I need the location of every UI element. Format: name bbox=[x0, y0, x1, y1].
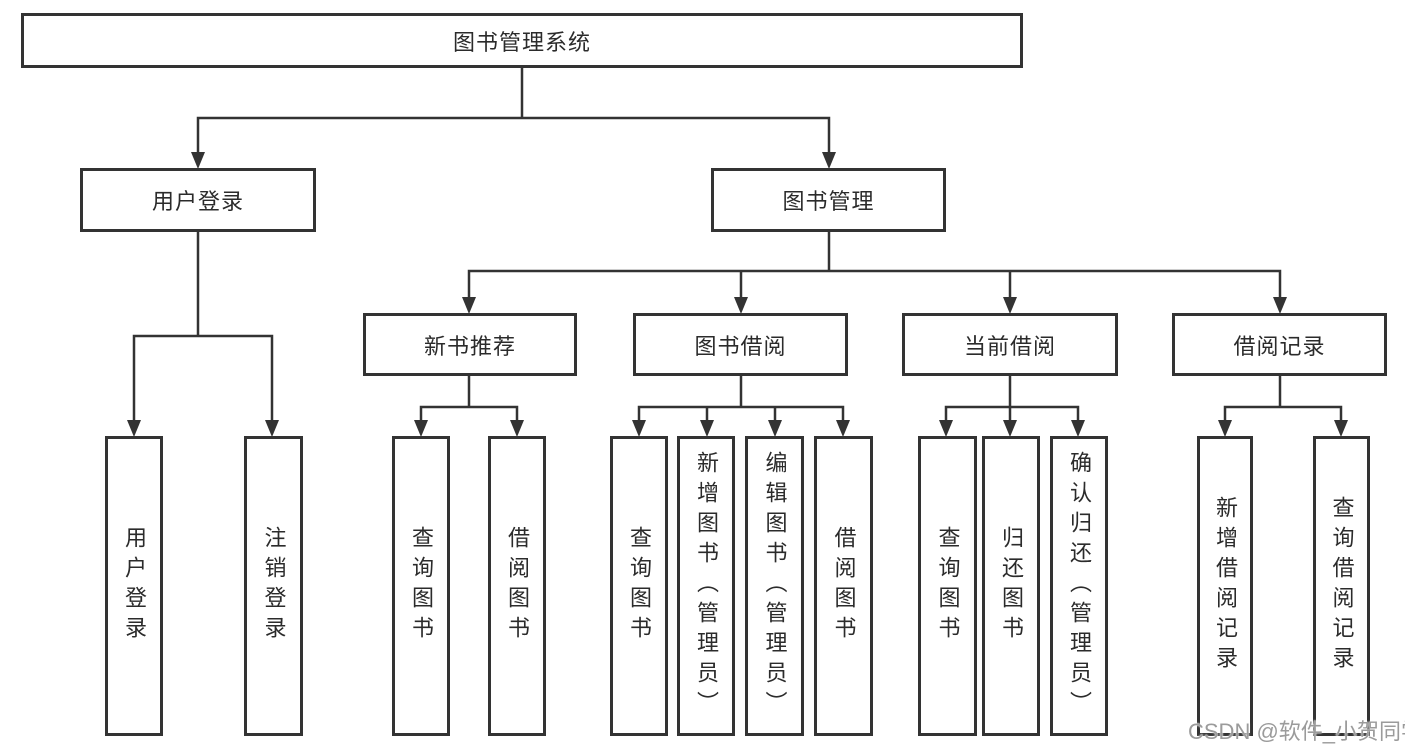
arrow-icon bbox=[632, 420, 646, 437]
leaf-label: 新增图书（管理员） bbox=[694, 451, 719, 721]
leaf-label: 用户登录 bbox=[122, 526, 147, 646]
leaf-query-book-current: 查询图书 bbox=[918, 436, 977, 736]
arrow-icon bbox=[414, 420, 428, 437]
connector-book-mgmt-sections bbox=[467, 230, 1282, 300]
leaf-add-borrow-record: 新增借阅记录 bbox=[1197, 436, 1253, 736]
arrow-icon bbox=[127, 420, 141, 437]
leaf-label: 新增借阅记录 bbox=[1213, 496, 1238, 676]
arrow-icon bbox=[1334, 420, 1348, 437]
leaf-label: 查询图书 bbox=[627, 526, 652, 646]
arrow-icon bbox=[768, 420, 782, 437]
leaf-label: 确认归还（管理员） bbox=[1067, 451, 1092, 721]
arrow-icon bbox=[510, 420, 524, 437]
leaf-user-login: 用户登录 bbox=[105, 436, 163, 736]
leaf-label: 查询图书 bbox=[409, 526, 434, 646]
leaf-borrow-book: 借阅图书 bbox=[814, 436, 873, 736]
leaf-label: 查询借阅记录 bbox=[1329, 496, 1355, 676]
leaf-return-book: 归还图书 bbox=[982, 436, 1040, 736]
leaf-label: 借阅图书 bbox=[831, 526, 857, 646]
node-label: 图书管理 bbox=[782, 189, 875, 214]
node-current-borrowing: 当前借阅 bbox=[902, 313, 1118, 376]
leaf-label: 归还图书 bbox=[999, 526, 1024, 646]
arrow-icon bbox=[265, 420, 279, 437]
arrow-icon bbox=[1218, 420, 1232, 437]
leaf-edit-book-admin: 编辑图书（管理员） bbox=[745, 436, 804, 736]
leaf-logout: 注销登录 bbox=[244, 436, 303, 736]
arrow-icon bbox=[700, 420, 714, 437]
arrow-icon bbox=[1003, 420, 1017, 437]
leaf-confirm-return-admin: 确认归还（管理员） bbox=[1050, 436, 1108, 736]
node-borrowing-records: 借阅记录 bbox=[1172, 313, 1387, 376]
arrow-icon bbox=[939, 420, 953, 437]
connector-root-to-level1 bbox=[196, 66, 831, 155]
leaf-label: 借阅图书 bbox=[505, 526, 530, 646]
leaf-label: 查询图书 bbox=[935, 526, 961, 646]
node-user-login: 用户登录 bbox=[80, 168, 316, 232]
node-book-borrowing: 图书借阅 bbox=[633, 313, 848, 376]
watermark: CSDN @软件_小贺同学 bbox=[1188, 719, 1405, 744]
leaf-label: 编辑图书（管理员） bbox=[762, 451, 788, 721]
arrow-icon bbox=[1273, 297, 1287, 314]
connector-user-login-children bbox=[132, 230, 274, 423]
node-label: 借阅记录 bbox=[1233, 333, 1326, 359]
node-book-management: 图书管理 bbox=[711, 168, 946, 232]
leaf-query-book-borrowing: 查询图书 bbox=[610, 436, 668, 736]
arrow-icon bbox=[734, 297, 748, 314]
leaf-query-book-recommend: 查询图书 bbox=[392, 436, 450, 736]
leaf-label: 注销登录 bbox=[261, 526, 287, 646]
node-label: 图书借阅 bbox=[694, 333, 787, 359]
arrow-icon bbox=[836, 420, 850, 437]
node-label: 图书管理系统 bbox=[452, 29, 591, 55]
node-label: 当前借阅 bbox=[963, 333, 1056, 359]
leaf-query-borrow-record: 查询借阅记录 bbox=[1313, 436, 1370, 736]
connector-current-borrow-children bbox=[944, 375, 1080, 423]
node-label: 新书推荐 bbox=[423, 333, 516, 359]
arrow-icon bbox=[462, 297, 476, 314]
arrow-icon bbox=[191, 152, 205, 169]
connector-borrow-records-children bbox=[1223, 374, 1343, 423]
node-library-management-system: 图书管理系统 bbox=[21, 13, 1023, 68]
node-new-book-recommendation: 新书推荐 bbox=[363, 313, 577, 376]
arrow-icon bbox=[1071, 420, 1085, 437]
leaf-borrow-book-recommend: 借阅图书 bbox=[488, 436, 546, 736]
arrow-icon bbox=[822, 152, 836, 169]
connector-new-book-children bbox=[419, 374, 519, 423]
arrow-icon bbox=[1003, 297, 1017, 314]
connector-book-borrow-children bbox=[637, 374, 845, 423]
node-label: 用户登录 bbox=[151, 189, 244, 214]
leaf-add-book-admin: 新增图书（管理员） bbox=[677, 436, 735, 736]
